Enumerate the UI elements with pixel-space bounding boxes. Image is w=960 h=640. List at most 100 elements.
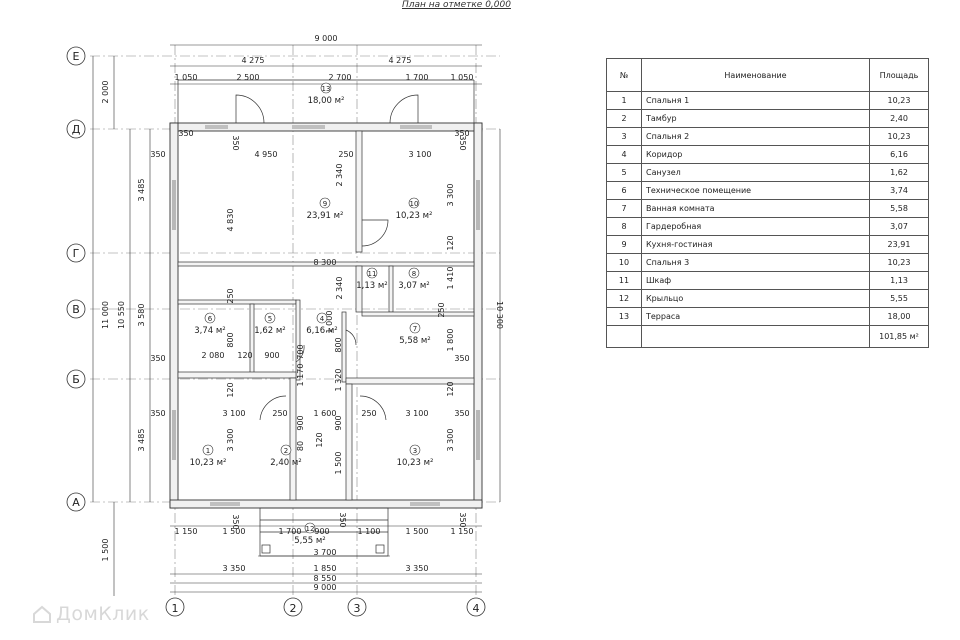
dim-bottom-inner: 8 550 — [314, 574, 337, 583]
axis-label-1: Е — [73, 50, 80, 63]
cell-name: Гардеробная — [641, 217, 870, 236]
room-area: 10,23 м² — [397, 458, 434, 468]
room-number: 2 — [284, 447, 288, 455]
dim-interior: 350 — [231, 135, 240, 150]
dim-interior: 3 300 — [446, 429, 455, 452]
dim-porch: 900 — [314, 527, 329, 536]
room-number-bubble — [304, 522, 316, 534]
room-number-bubble — [280, 444, 292, 456]
cell-num: 13 — [606, 307, 642, 326]
dim-right-total: 10 300 — [495, 301, 504, 329]
room-number: 10 — [410, 200, 419, 208]
room-number: 1 — [206, 447, 210, 455]
dim-interior: 8 300 — [314, 258, 337, 267]
axis-label-col-2: 2 — [290, 602, 297, 615]
dim-interior: 350 — [231, 514, 240, 529]
room-number-bubble — [409, 444, 421, 456]
dimension-lines — [92, 44, 501, 596]
dim-top-opening: 1 050 — [451, 73, 474, 82]
dim-bottom-chain: 1 850 — [314, 564, 337, 573]
cell-num: 10 — [606, 253, 642, 272]
cell-area: 3,74 — [869, 181, 929, 200]
door-swings — [235, 94, 419, 421]
dim-interior: 4 950 — [255, 150, 278, 159]
header-num: № — [606, 58, 642, 92]
axis-bubbles — [66, 46, 486, 617]
axis-label-col-1: 1 — [172, 602, 179, 615]
dim-left-total: 11 000 — [101, 301, 110, 329]
dim-bottom-chain: 3 350 — [406, 564, 429, 573]
table-header-row: № Наименование Площадь — [606, 58, 929, 92]
cell-num: 8 — [606, 217, 642, 236]
room-number: 11 — [368, 270, 377, 278]
outer-walls — [169, 122, 483, 509]
cell-area: 2,40 — [869, 109, 929, 128]
room-number-bubble — [320, 82, 332, 94]
dim-interior: 1 500 — [334, 452, 343, 475]
axis-label-col-4: 4 — [473, 602, 480, 615]
porch-outline — [259, 507, 389, 557]
room-number: 13 — [322, 85, 331, 93]
room-area: 3,07 м² — [398, 281, 429, 291]
dim-interior: 3 100 — [223, 409, 246, 418]
dim-porch: 1 150 — [451, 527, 474, 536]
cell-num: 2 — [606, 109, 642, 128]
dim-interior: 700 — [296, 344, 305, 359]
dim-interior: 250 — [272, 409, 287, 418]
drawing-title: План на отметке 0,000 — [402, 0, 511, 10]
cell-name: Санузел — [641, 163, 870, 182]
room-area: 10,23 м² — [396, 211, 433, 221]
dim-interior: 350 — [150, 150, 165, 159]
dim-interior: 350 — [338, 512, 347, 527]
cell-name: Спальня 1 — [641, 91, 870, 110]
dim-bottom-total: 9 000 — [314, 583, 337, 592]
room-area: 3,74 м² — [194, 326, 225, 336]
room-area: 18,00 м² — [308, 96, 345, 106]
cell-area: 10,23 — [869, 253, 929, 272]
dim-interior: 350 — [150, 409, 165, 418]
room-number: 7 — [413, 325, 417, 333]
cell-area: 3,07 — [869, 217, 929, 236]
room-number-bubble — [204, 312, 216, 324]
dim-interior: 250 — [437, 302, 446, 317]
cell-area: 1,13 — [869, 271, 929, 290]
axis-label-col-3: 3 — [354, 602, 361, 615]
cell-num: 1 — [606, 91, 642, 110]
cell-name: Крыльцо — [641, 289, 870, 308]
room-number-bubble — [202, 444, 214, 456]
dim-left-chain: 3 580 — [137, 304, 146, 327]
dim-top-half: 4 275 — [242, 56, 265, 65]
dim-porch: 1 500 — [406, 527, 429, 536]
room-number-bubble — [366, 267, 378, 279]
dim-interior: 3 100 — [406, 409, 429, 418]
room-number-bubble — [409, 322, 421, 334]
dim-interior: 2 080 — [202, 351, 225, 360]
room-number-bubble — [316, 312, 328, 324]
room-area: 6,16 м² — [306, 326, 337, 336]
dim-interior: 900 — [264, 351, 279, 360]
room-area: 5,55 м² — [294, 536, 325, 546]
dim-interior: 3 300 — [446, 184, 455, 207]
cell-num: 12 — [606, 289, 642, 308]
cell-area: 5,55 — [869, 289, 929, 308]
dim-interior: 350 — [150, 354, 165, 363]
dim-porch: 1 100 — [358, 527, 381, 536]
dim-interior: 250 — [338, 150, 353, 159]
inner-walls — [177, 130, 475, 501]
room-number: 5 — [268, 315, 272, 323]
cell-num: 6 — [606, 181, 642, 200]
dim-top-opening: 1 700 — [406, 73, 429, 82]
dim-top-total: 9 000 — [315, 34, 338, 43]
cell-area: 23,91 — [869, 235, 929, 254]
dim-interior: 800 — [334, 337, 343, 352]
cell-num: 4 — [606, 145, 642, 164]
dim-interior: 2 340 — [335, 277, 344, 300]
